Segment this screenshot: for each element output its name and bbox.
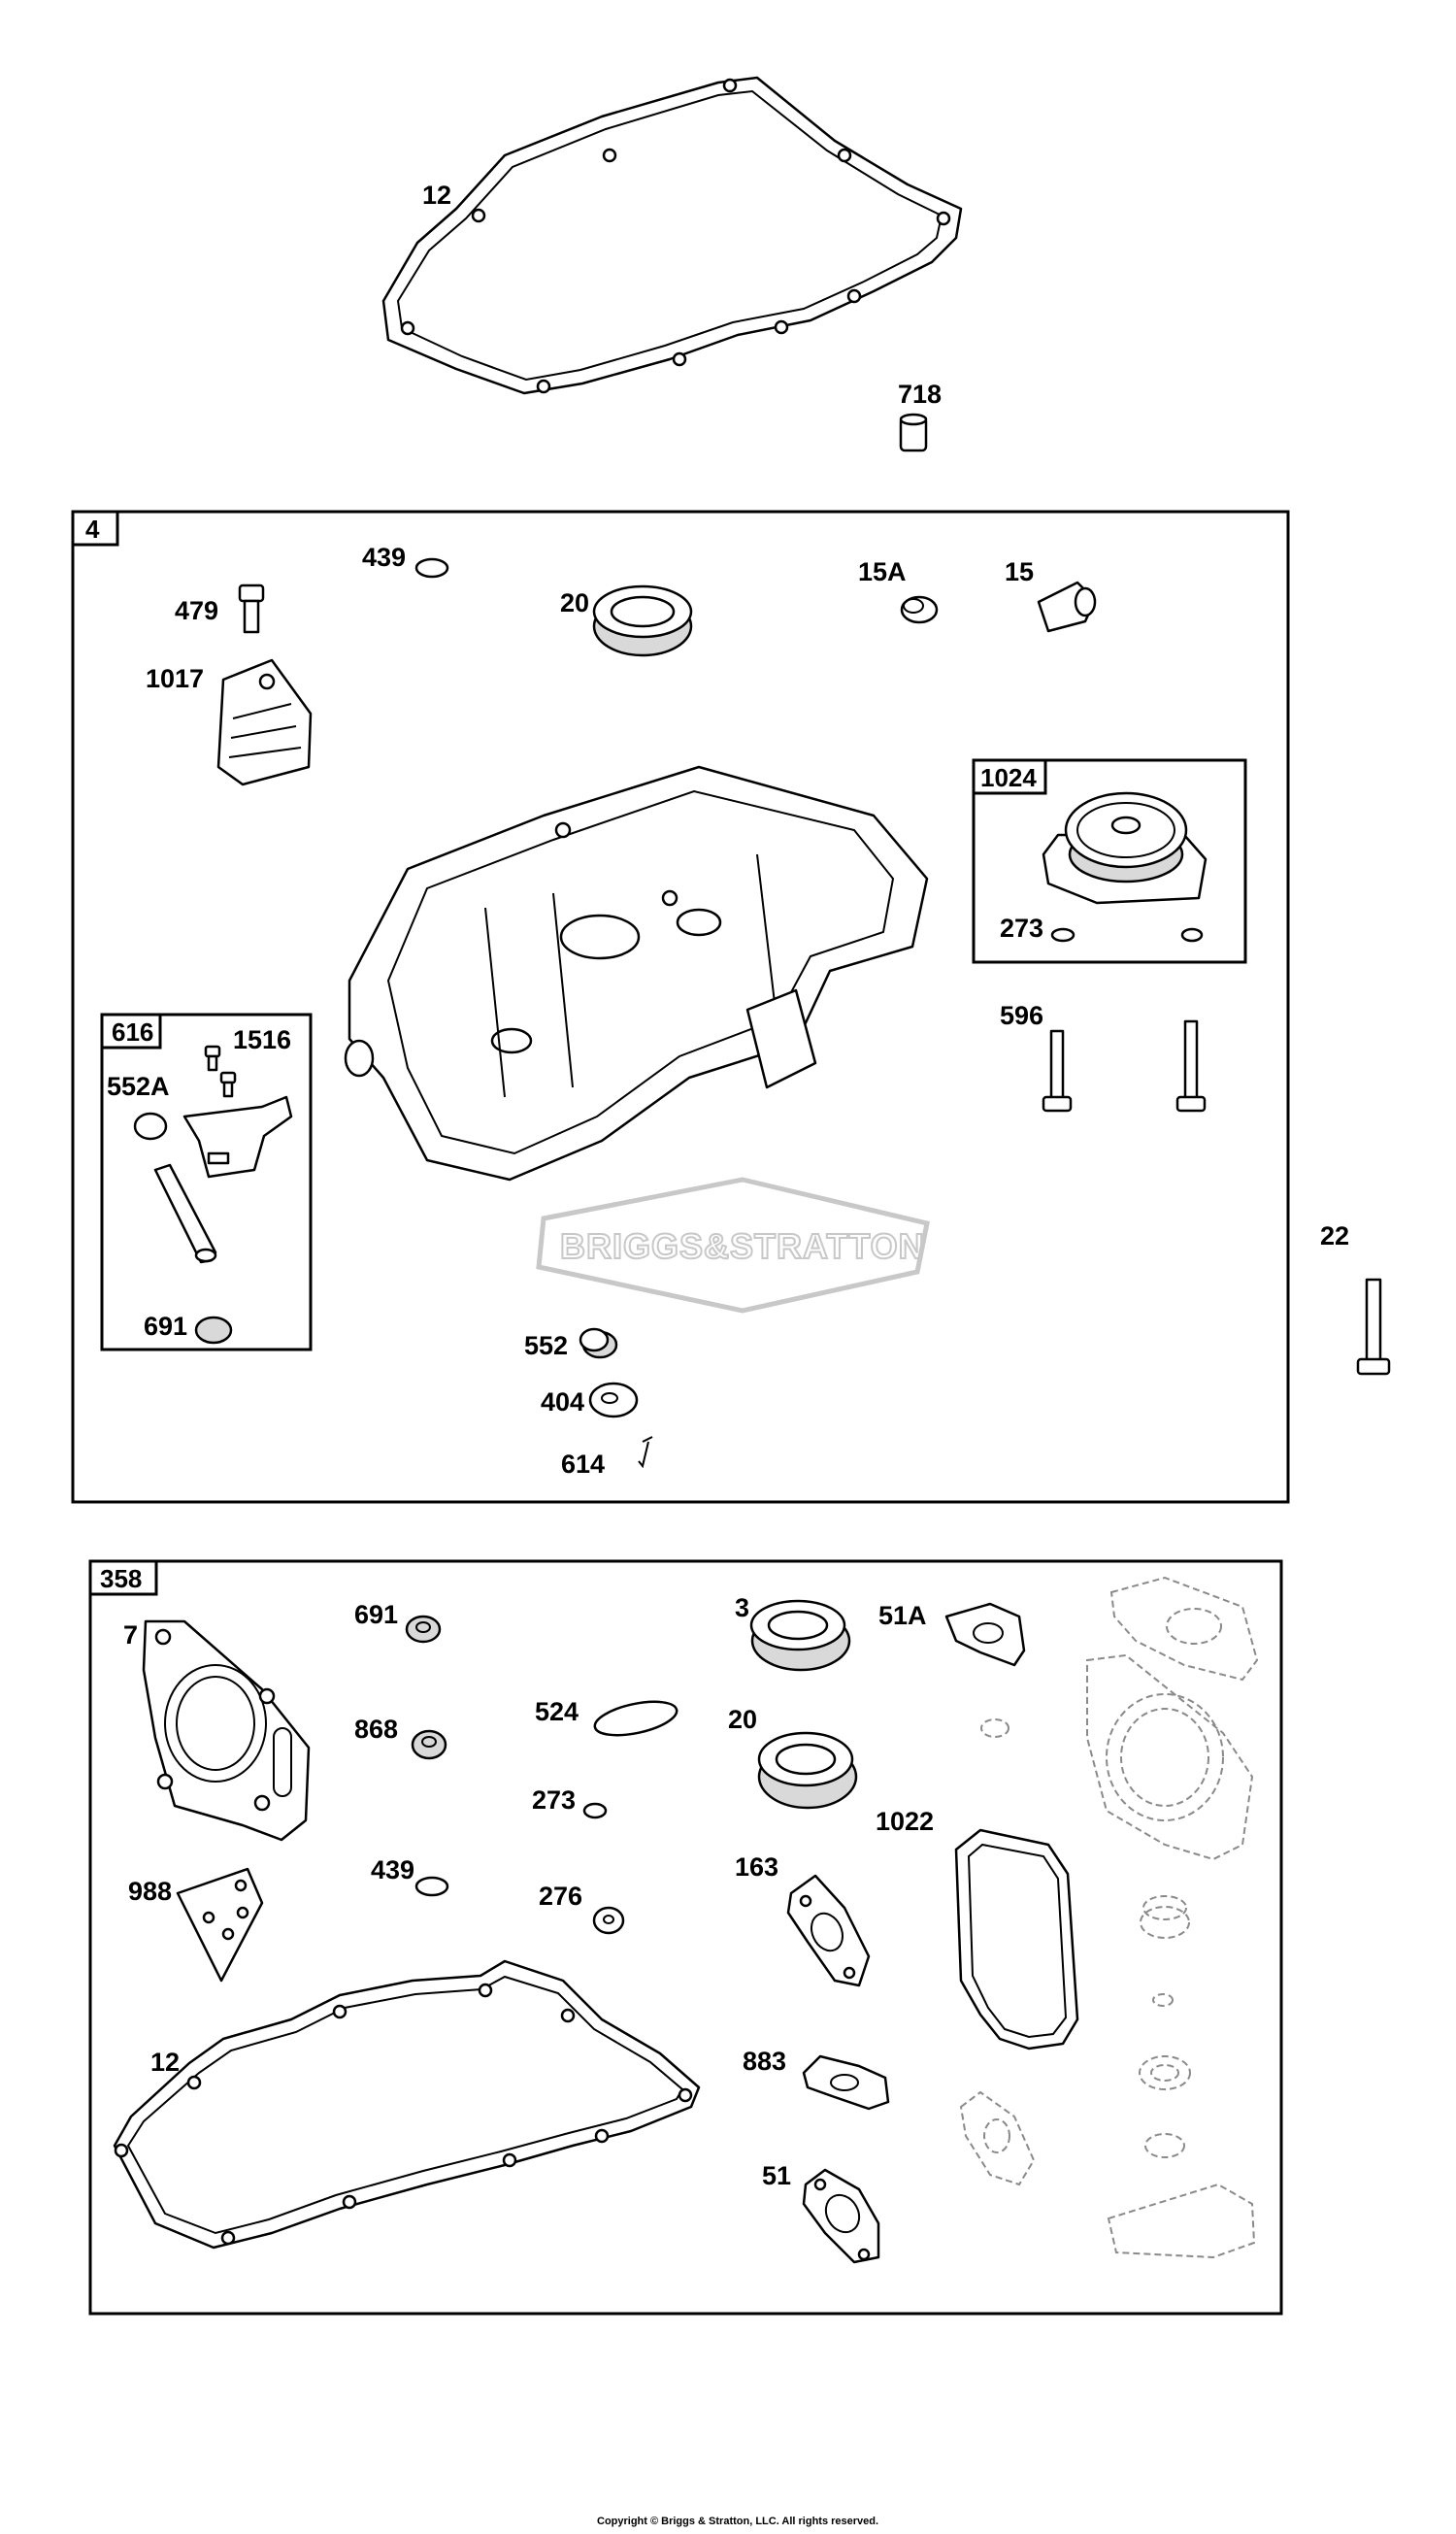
label-552A: 552A	[107, 1072, 170, 1101]
label-552: 552	[524, 1331, 568, 1360]
washer-552A	[133, 1112, 168, 1141]
label-1516: 1516	[233, 1025, 291, 1054]
bolt-596-a	[1042, 1029, 1073, 1113]
valve-seal-868	[411, 1729, 447, 1760]
screw-479	[238, 583, 265, 634]
o-ring-pump-b	[1180, 927, 1204, 943]
brand-watermark: BRIGGS&STRATTON	[536, 1177, 930, 1314]
washer-552	[579, 1327, 618, 1359]
label-1017: 1017	[146, 664, 204, 693]
label-868: 868	[354, 1715, 398, 1744]
oil-pan-gasket-top	[381, 76, 963, 395]
label-479: 479	[175, 596, 218, 625]
plug-15	[1037, 581, 1097, 633]
label-22: 22	[1320, 1221, 1349, 1250]
watermark-text: BRIGGS&STRATTON	[560, 1226, 925, 1266]
group-box-4	[71, 510, 1290, 1504]
label-596: 596	[1000, 1001, 1043, 1030]
label-691-a: 691	[144, 1312, 187, 1341]
label-524: 524	[535, 1697, 579, 1726]
label-12-top: 12	[422, 181, 451, 210]
gasket-51A	[944, 1602, 1026, 1667]
label-15A: 15A	[858, 557, 907, 586]
gasket-51	[802, 2168, 880, 2264]
oil-seal-20-a	[592, 584, 693, 657]
label-614: 614	[561, 1450, 605, 1479]
label-15: 15	[1005, 557, 1034, 586]
label-20-a: 20	[560, 588, 589, 617]
group-label-358: 358	[100, 1564, 142, 1593]
dowel-pin-718	[899, 413, 928, 452]
label-51A: 51A	[878, 1601, 927, 1630]
label-883: 883	[743, 2047, 786, 2076]
bolt-596-b	[1175, 1019, 1207, 1113]
head-gasket-7	[142, 1619, 311, 1842]
oil-pan-gasket-set	[113, 1959, 701, 2250]
label-276: 276	[539, 1882, 582, 1911]
crankcase-cover	[344, 765, 929, 1182]
group-box-358	[88, 1559, 1283, 2316]
oil-seal-691-b	[405, 1615, 442, 1644]
label-3: 3	[735, 1593, 749, 1622]
label-273-a: 273	[1000, 914, 1043, 943]
ghost-reference-parts	[959, 1576, 1259, 2259]
group-box-1024	[972, 758, 1247, 964]
group-box-616	[100, 1013, 313, 1351]
label-439-b: 439	[371, 1855, 414, 1884]
o-ring-439-b	[414, 1876, 449, 1897]
hairpin-614	[638, 1436, 653, 1469]
label-988: 988	[128, 1877, 172, 1906]
group-tag-4	[71, 510, 119, 547]
oil-seal-3	[749, 1599, 851, 1672]
label-51: 51	[762, 2161, 791, 2190]
oil-seal-20-b	[757, 1731, 858, 1810]
group-tag-616	[100, 1013, 162, 1050]
label-163: 163	[735, 1852, 778, 1882]
label-404: 404	[541, 1387, 584, 1417]
o-ring-273-a	[1050, 927, 1075, 943]
oil-pump-gear	[1042, 791, 1208, 905]
spacer-404	[588, 1382, 639, 1418]
copyright-text: Copyright © Briggs & Stratton, LLC. All …	[597, 2516, 878, 2527]
governor-shaft	[153, 1163, 217, 1264]
label-691-b: 691	[354, 1600, 398, 1629]
label-20-b: 20	[728, 1705, 757, 1734]
label-7: 7	[123, 1620, 138, 1650]
label-12-set: 12	[150, 2048, 180, 2077]
o-ring-439	[414, 557, 449, 579]
plug-15A	[900, 595, 939, 624]
bolt-22	[1356, 1278, 1391, 1376]
group-tag-1024	[972, 758, 1047, 795]
governor-screws-1516	[204, 1045, 237, 1098]
label-1022: 1022	[876, 1807, 934, 1836]
bracket-1017	[216, 658, 313, 786]
rocker-cover-gasket-1022	[954, 1828, 1079, 2051]
label-718: 718	[898, 380, 942, 409]
gasket-883	[802, 2054, 890, 2111]
o-ring-524	[593, 1700, 678, 1737]
group-label-4: 4	[85, 515, 100, 544]
washer-276	[592, 1906, 625, 1935]
o-ring-273-b	[582, 1802, 608, 1819]
gasket-988	[176, 1867, 264, 1983]
gasket-163	[786, 1874, 871, 1987]
group-label-616: 616	[112, 1017, 153, 1047]
group-label-1024: 1024	[980, 763, 1037, 792]
group-tag-358	[88, 1559, 158, 1596]
oil-seal-691-a	[194, 1316, 233, 1345]
label-439-a: 439	[362, 543, 406, 572]
governor-lever	[182, 1095, 293, 1179]
label-273-b: 273	[532, 1785, 576, 1815]
